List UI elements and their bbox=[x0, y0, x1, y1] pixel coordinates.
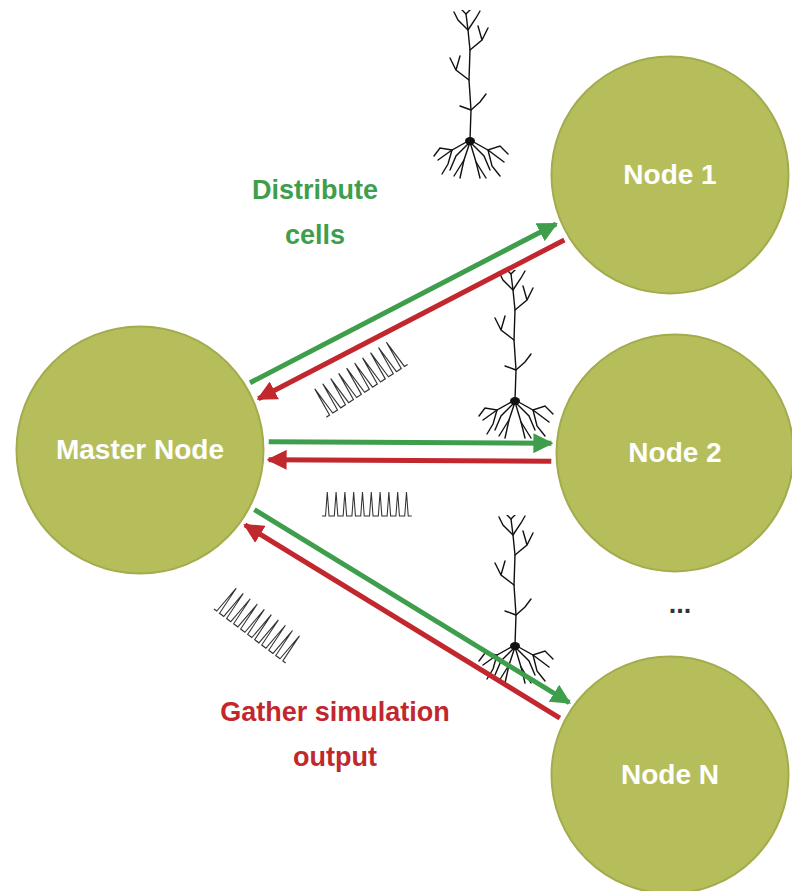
data-arrow bbox=[254, 510, 569, 703]
spike-trace bbox=[322, 492, 412, 516]
neuron-drawing bbox=[479, 515, 553, 683]
annotation: Distribute cells bbox=[220, 168, 410, 257]
compute-node-circle: Node N bbox=[550, 655, 790, 891]
node-label: Master Node bbox=[26, 432, 254, 468]
data-arrow bbox=[269, 460, 552, 462]
compute-node-circle: Node 1 bbox=[550, 55, 790, 295]
node-label: Node N bbox=[591, 757, 749, 793]
neuron-drawing bbox=[479, 270, 553, 438]
compute-node-circle: Master Node bbox=[15, 325, 265, 575]
spike-trace bbox=[214, 585, 304, 663]
data-arrow bbox=[269, 442, 552, 444]
neuron-drawing bbox=[434, 10, 508, 178]
node-label: Node 2 bbox=[598, 435, 751, 471]
annotation: Gather simulation output bbox=[190, 690, 480, 779]
node-label: Node 1 bbox=[593, 157, 746, 193]
data-arrow bbox=[258, 240, 564, 399]
data-arrow bbox=[245, 525, 560, 718]
compute-node-circle: Node 2 bbox=[555, 333, 792, 573]
spike-trace bbox=[310, 339, 408, 417]
ellipsis: ... bbox=[650, 582, 710, 627]
